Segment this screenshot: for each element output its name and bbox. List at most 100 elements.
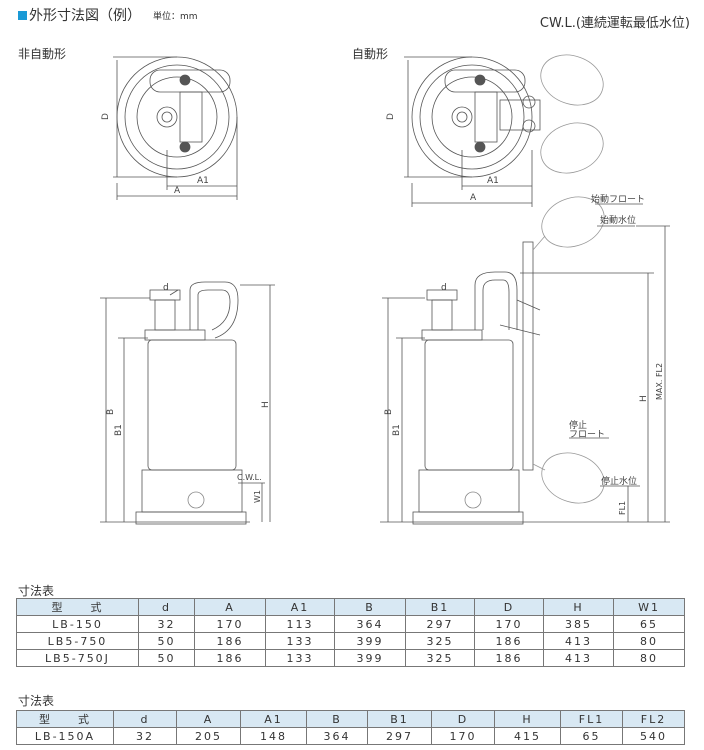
start-level-label: 始動水位	[600, 214, 636, 226]
cell: 133	[265, 649, 335, 667]
header-cell: A1	[265, 598, 335, 616]
header-cell: d	[138, 598, 195, 616]
cell: 186	[194, 632, 266, 650]
title-text: 外形寸法図（例）	[29, 8, 141, 24]
header-cell: A1	[240, 710, 307, 728]
auto-top-view	[404, 54, 604, 207]
cell: 80	[613, 649, 685, 667]
cell: 297	[367, 727, 432, 745]
dim-B1-left: B1	[114, 424, 124, 436]
cell: 413	[543, 632, 614, 650]
auto-view-label: 自動形	[352, 47, 389, 61]
header-cell: D	[474, 598, 544, 616]
dim-H-left: H	[261, 401, 271, 408]
header-cell: B	[306, 710, 368, 728]
stop-float-label-1: 停止	[569, 419, 587, 431]
cell: LB5-750	[16, 632, 139, 650]
table1-caption: 寸法表	[18, 584, 55, 598]
cell: LB-150A	[16, 727, 114, 745]
header-cell: A	[176, 710, 241, 728]
cell: 205	[176, 727, 241, 745]
cell: 65	[613, 615, 685, 633]
dim-FL1: FL1	[618, 501, 627, 515]
cell: 413	[543, 649, 614, 667]
cell: 170	[431, 727, 495, 745]
page-title: 外形寸法図（例） 単位：mm	[18, 5, 198, 25]
manual-view-label: 非自動形	[18, 47, 67, 61]
dim-d-right: d	[441, 283, 447, 293]
dim-A1-right: A1	[487, 176, 499, 186]
manual-side-view	[100, 281, 275, 525]
cell: 399	[334, 632, 406, 650]
cell: 80	[613, 632, 685, 650]
dim-FL2: MAX. FL2	[655, 363, 664, 400]
dim-D-left: D	[101, 113, 111, 120]
header-cell: D	[431, 710, 495, 728]
manual-top-view	[113, 56, 238, 200]
cell: LB5-750J	[16, 649, 139, 667]
cell: 65	[560, 727, 623, 745]
cell: 148	[240, 727, 307, 745]
header-cell: 型 式	[16, 710, 114, 728]
dim-B1-right: B1	[392, 424, 402, 436]
dimension-drawing: D A1 A D A1 A B B1 H d C.	[100, 54, 670, 525]
header-cell: B1	[367, 710, 432, 728]
dim-A-left: A	[174, 186, 181, 196]
dim-D-right: D	[386, 113, 396, 120]
cell: 170	[194, 615, 266, 633]
cell: 170	[474, 615, 544, 633]
cell: 364	[306, 727, 368, 745]
header-cell: B1	[405, 598, 475, 616]
cell: 415	[494, 727, 561, 745]
cell: 32	[138, 615, 195, 633]
cell: 385	[543, 615, 614, 633]
cell: 325	[405, 632, 475, 650]
dim-B-left: B	[106, 409, 116, 415]
start-float-label: 始動フロート	[591, 193, 645, 205]
header-cell: W1	[613, 598, 685, 616]
unit-label: 単位：mm	[153, 11, 198, 22]
dim-A1-left: A1	[197, 176, 209, 186]
cell: 186	[194, 649, 266, 667]
dim-A-right: A	[470, 193, 477, 203]
dim-B-right: B	[384, 409, 394, 415]
cell: 50	[138, 649, 195, 667]
cell: 133	[265, 632, 335, 650]
header-cell: H	[543, 598, 614, 616]
cell: 113	[265, 615, 335, 633]
cell: 186	[474, 632, 544, 650]
cell: 186	[474, 649, 544, 667]
stop-float-label-2: フロート	[569, 430, 605, 440]
cwl-label: C.W.L.	[237, 473, 262, 482]
cell: 50	[138, 632, 195, 650]
cell: 32	[113, 727, 177, 745]
cell: 364	[334, 615, 406, 633]
cwl-note: CW.L.(連続運転最低水位)	[539, 16, 690, 31]
header-cell: FL2	[622, 710, 685, 728]
header-cell: B	[334, 598, 406, 616]
header-cell: d	[113, 710, 177, 728]
cell: 297	[405, 615, 475, 633]
dim-H-right: H	[639, 395, 649, 402]
cell: 399	[334, 649, 406, 667]
stop-level-label: 停止水位	[601, 475, 637, 487]
cell: 325	[405, 649, 475, 667]
header-cell: FL1	[560, 710, 623, 728]
dim-W1: W1	[253, 490, 262, 503]
dim-d-left: d	[163, 283, 169, 293]
header-cell: 型 式	[16, 598, 139, 616]
header-cell: A	[194, 598, 266, 616]
table2-caption: 寸法表	[18, 694, 55, 708]
header-cell: H	[494, 710, 561, 728]
auto-side-view	[380, 196, 670, 525]
cell: 540	[622, 727, 685, 745]
square-bullet-icon	[18, 10, 27, 20]
